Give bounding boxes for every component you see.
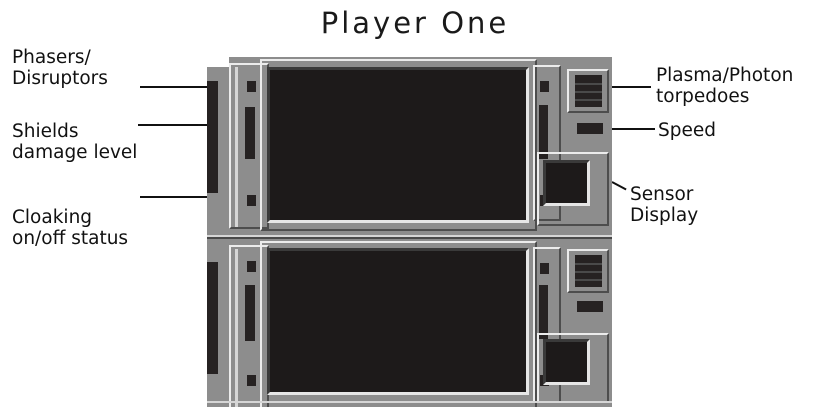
- bottom-left-rail: [235, 249, 238, 407]
- top-torpedo-divider-1: [575, 83, 602, 85]
- bottom-right-gauge: [539, 285, 548, 339]
- top-speed-indicator: [577, 123, 603, 134]
- top-torpedo-divider-2: [575, 91, 602, 93]
- bottom-torpedo-divider-2: [575, 271, 602, 273]
- top-main-viewscreen: [267, 67, 529, 223]
- top-right-gauge: [539, 105, 548, 159]
- sensor-leader-line: [612, 181, 627, 190]
- player-title: Player One: [280, 6, 550, 40]
- left-side-strip-top: [207, 81, 218, 193]
- left-side-strip-bottom: [207, 262, 218, 374]
- top-cloak-indicator: [247, 195, 256, 206]
- bottom-edge-highlight: [207, 401, 612, 403]
- torpedoes-leader-line: [609, 86, 651, 88]
- bottom-torpedo-divider-1: [575, 263, 602, 265]
- top-shield-gauge: [245, 107, 255, 159]
- phasers-label: Phasers/ Disruptors: [12, 47, 108, 89]
- torpedoes-label: Plasma/Photon torpedoes: [656, 65, 793, 107]
- bottom-cloak-indicator: [247, 375, 256, 386]
- bottom-right-indicator: [540, 263, 549, 274]
- cloaking-label: Cloaking on/off status: [12, 207, 128, 249]
- top-left-rail: [235, 67, 238, 227]
- shields-label: Shields damage level: [12, 121, 137, 163]
- top-phaser-indicator: [247, 81, 256, 92]
- speed-label: Speed: [658, 120, 716, 141]
- top-right-indicator: [540, 81, 549, 92]
- panel-notch-top-left: [207, 57, 229, 67]
- top-torpedo-divider-3: [575, 99, 602, 101]
- hud-panel: [207, 57, 612, 407]
- bottom-phaser-indicator: [247, 261, 256, 272]
- bottom-speed-indicator: [577, 301, 603, 312]
- sensor-label: Sensor Display: [630, 184, 698, 226]
- middle-divider-shadow: [207, 237, 612, 239]
- bottom-sensor-display: [543, 339, 590, 385]
- bottom-main-viewscreen: [267, 248, 529, 395]
- bottom-shield-gauge: [245, 285, 255, 341]
- bottom-torpedo-divider-3: [575, 279, 602, 281]
- speed-leader-line: [609, 128, 655, 130]
- top-sensor-display: [543, 160, 590, 206]
